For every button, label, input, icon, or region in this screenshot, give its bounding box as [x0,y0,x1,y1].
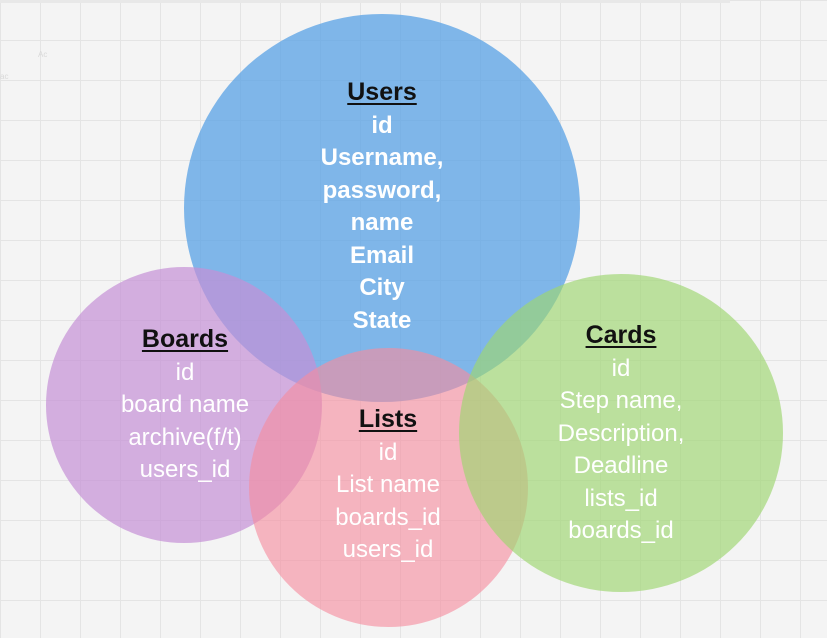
faint-label: Ac [38,50,48,59]
lists-field: id [378,438,398,466]
lists-title: Lists [358,405,418,433]
cards-entity: Cards id Step name, Description, Deadlin… [521,319,721,548]
boards-field: users_id [139,456,231,483]
lists-entity: Lists id List name boards_id users_id [288,403,488,567]
users-field: State [352,306,412,334]
lists-field: users_id [342,536,434,563]
cards-field: Description, [557,419,685,447]
cards-field: Deadline [573,452,669,479]
cards-field: id [611,354,631,382]
cards-field: boards_id [568,517,674,544]
faint-label: ac [0,72,9,81]
cards-title: Cards [585,321,657,349]
boards-field: archive(f/t) [128,423,242,451]
users-field: City [359,274,405,301]
cards-field: lists_id [584,484,658,512]
boards-field: id [175,358,195,386]
boards-title: Boards [141,325,229,353]
lists-field: List name [335,471,441,498]
users-entity: Users id Username, password, name Email … [282,76,482,337]
users-field: name [350,209,414,236]
lists-field: boards_id [335,503,441,531]
users-field: password, [322,176,442,204]
users-field: Username, [320,144,444,171]
users-field: Email [349,241,415,269]
cards-field: Step name, [559,387,683,414]
boards-field: board name [120,391,250,418]
top-edge-shape [0,0,730,3]
boards-entity: Boards id board name archive(f/t) users_… [85,323,285,487]
cards-circle[interactable] [459,274,783,592]
users-field: id [371,111,393,139]
users-title: Users [347,78,417,106]
